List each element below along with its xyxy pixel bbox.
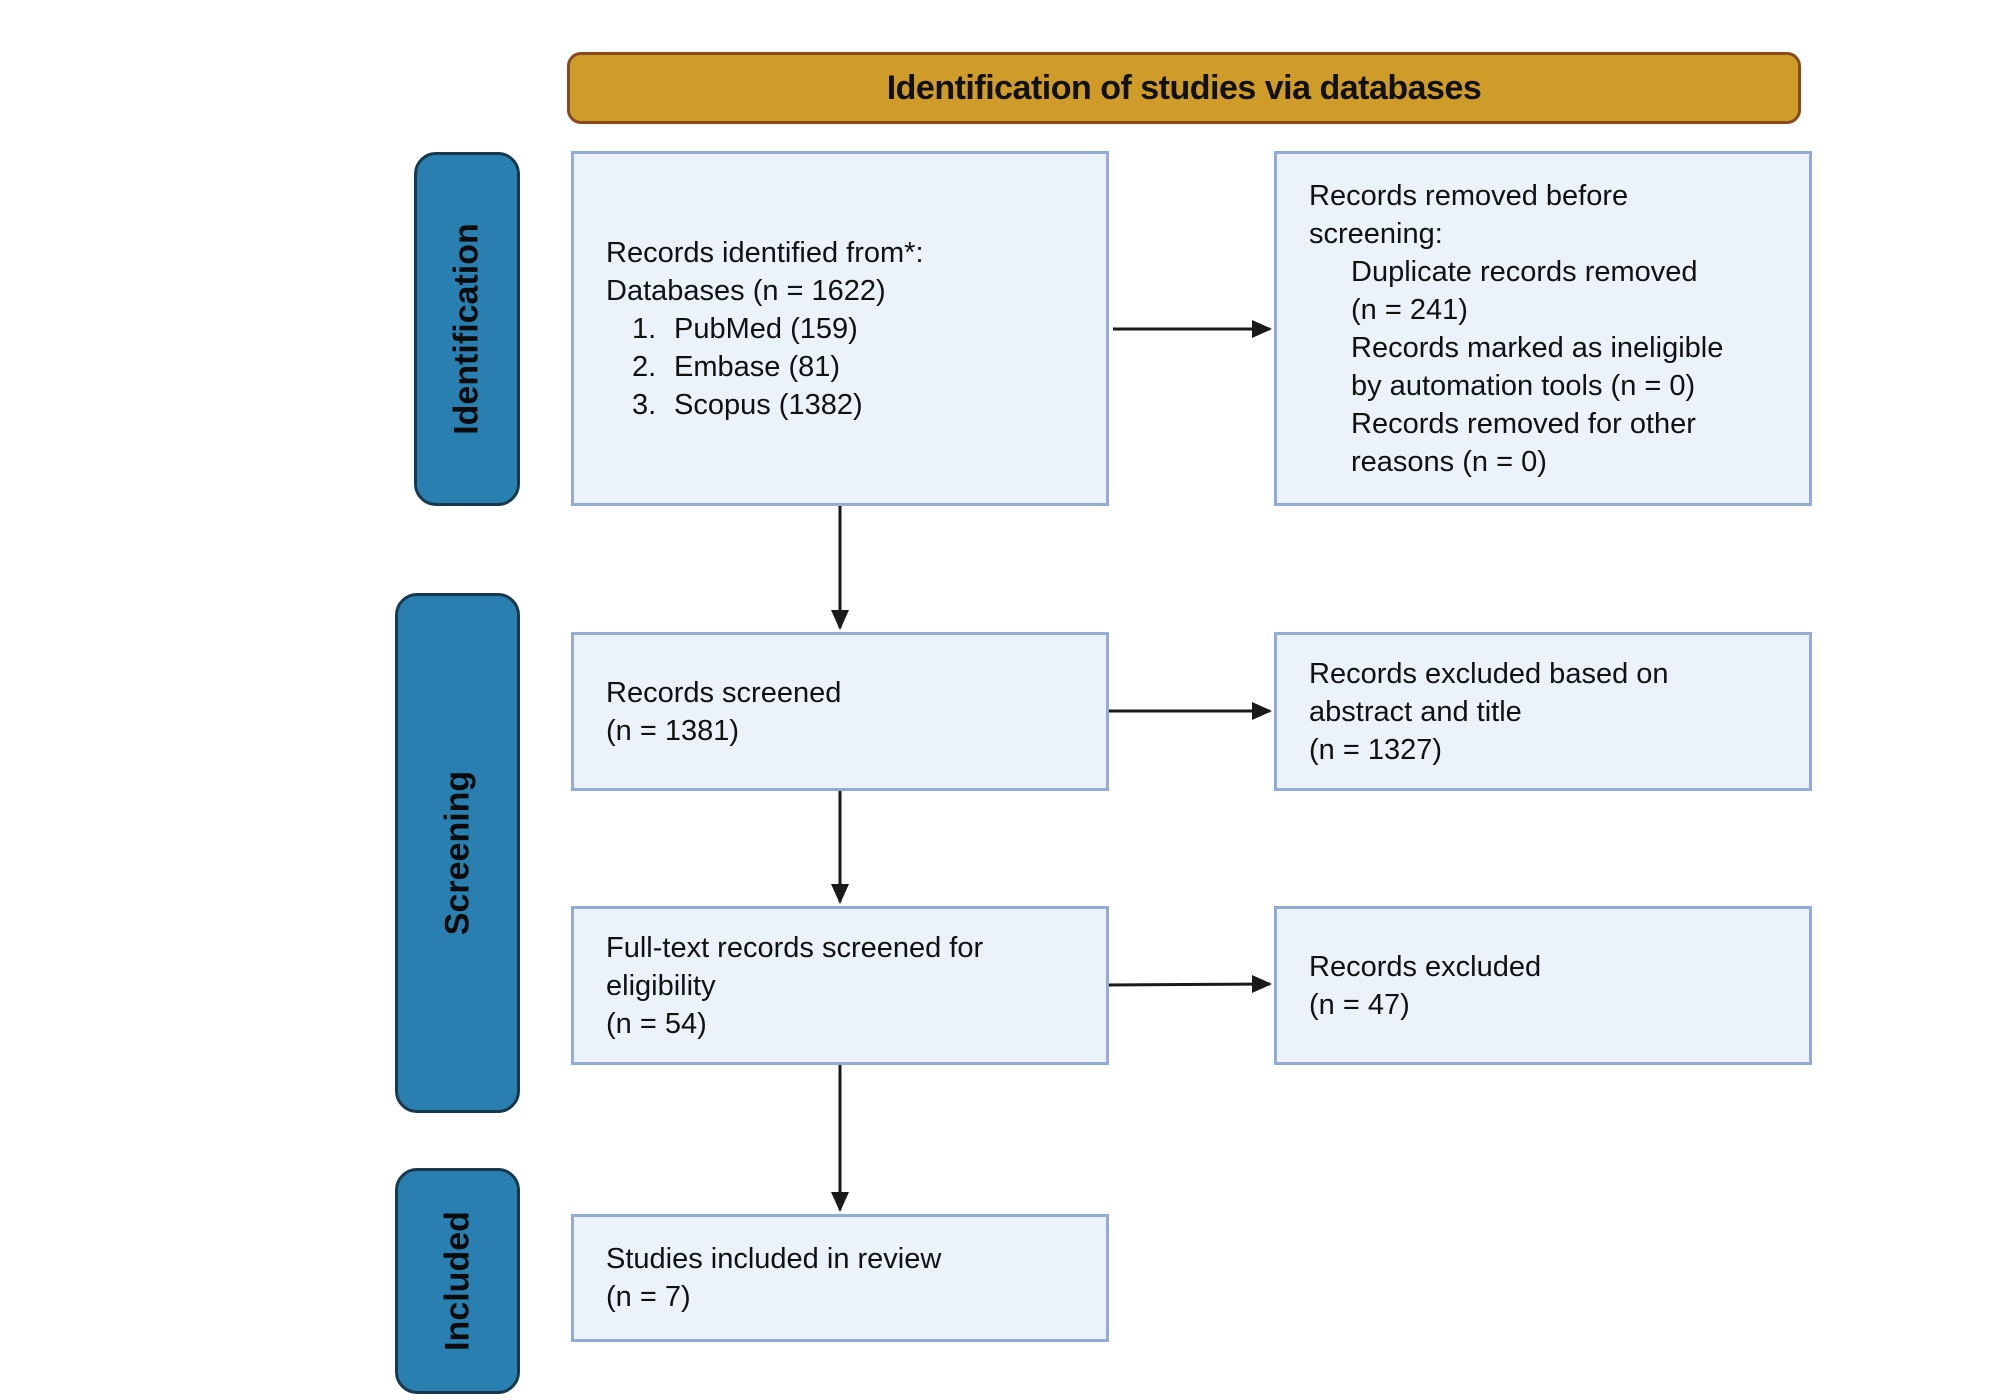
excluded-abstract-label-1: Records excluded based on xyxy=(1309,657,1669,690)
records-identified-heading: Records identified from*: xyxy=(606,236,924,269)
arrowhead-down xyxy=(831,884,849,904)
stage-identification: Identification xyxy=(414,152,520,506)
studies-included-label: Studies included in review xyxy=(606,1243,942,1275)
records-screened-box: Records screened (n = 1381) xyxy=(571,632,1109,791)
duplicates-count: (n = 241) xyxy=(1351,293,1468,326)
header-title: Identification of studies via databases xyxy=(886,68,1482,107)
records-removed-heading-2: screening: xyxy=(1309,217,1443,250)
arrowhead-down xyxy=(831,1192,849,1212)
ineligible-label: Records marked as ineligible xyxy=(1351,331,1724,364)
records-removed-heading-1: Records removed before xyxy=(1309,179,1629,212)
ineligible-count: by automation tools (n = 0) xyxy=(1351,369,1696,402)
records-excluded-label: Records excluded xyxy=(1309,950,1542,983)
database-item: 1. PubMed (159) xyxy=(606,310,1074,348)
database-item-text: Scopus (1382) xyxy=(674,388,863,421)
studies-included-count: (n = 7) xyxy=(606,1281,691,1313)
databases-total: Databases (n = 1622) xyxy=(606,274,886,307)
database-item: 2. Embase (81) xyxy=(606,348,1074,386)
arrowhead-right xyxy=(1252,975,1272,993)
stage-included: Included xyxy=(395,1168,520,1394)
other-reasons-count: reasons (n = 0) xyxy=(1351,445,1547,478)
excluded-abstract-box: Records excluded based on abstract and t… xyxy=(1274,632,1812,791)
studies-included-box: Studies included in review (n = 7) xyxy=(571,1214,1109,1342)
records-excluded-count: (n = 47) xyxy=(1309,988,1410,1021)
records-removed-box: Records removed before screening: Duplic… xyxy=(1274,151,1812,506)
database-item-text: PubMed (159) xyxy=(674,312,858,345)
database-item-text: Embase (81) xyxy=(674,350,841,383)
records-screened-count: (n = 1381) xyxy=(606,714,740,747)
records-excluded-box: Records excluded (n = 47) xyxy=(1274,906,1812,1065)
database-item-number: 3. xyxy=(632,388,657,421)
fulltext-box: Full-text records screened for eligibili… xyxy=(571,906,1109,1065)
fulltext-label-2: eligibility xyxy=(606,969,716,1002)
arrowhead-right xyxy=(1252,702,1272,720)
arrowhead-down xyxy=(831,610,849,630)
header-bar: Identification of studies via databases xyxy=(567,52,1801,124)
stage-screening: Screening xyxy=(395,593,520,1113)
database-item: 3. Scopus (1382) xyxy=(606,386,1074,424)
arrowhead-right xyxy=(1252,320,1272,338)
database-item-number: 1. xyxy=(632,312,657,345)
other-reasons-label: Records removed for other xyxy=(1351,407,1696,440)
duplicates-label: Duplicate records removed xyxy=(1351,255,1698,288)
records-screened-label: Records screened xyxy=(606,676,842,709)
fulltext-count: (n = 54) xyxy=(606,1007,707,1040)
excluded-abstract-label-2: abstract and title xyxy=(1309,695,1522,728)
arrow-fulltext-to-excluded xyxy=(1108,982,1271,987)
database-item-number: 2. xyxy=(632,350,657,383)
records-identified-box: Records identified from*: Databases (n =… xyxy=(571,151,1109,506)
excluded-abstract-count: (n = 1327) xyxy=(1309,733,1443,766)
fulltext-label-1: Full-text records screened for xyxy=(606,931,984,964)
